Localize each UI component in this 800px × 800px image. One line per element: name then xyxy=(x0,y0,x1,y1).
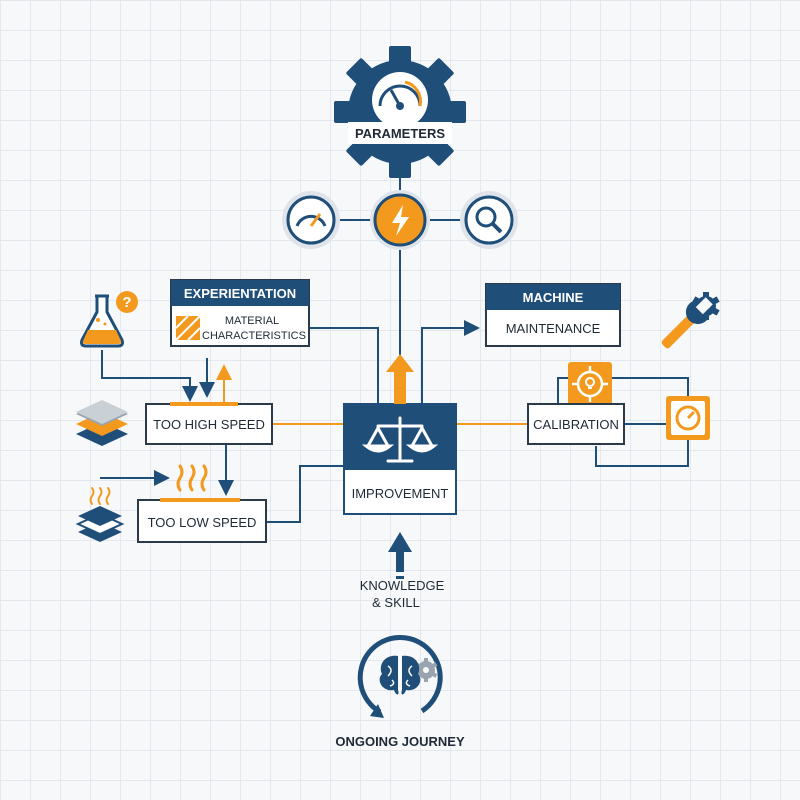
material-label-2: CHARACTERISTICS xyxy=(202,330,306,342)
settings-dial-icon xyxy=(666,396,710,440)
scales-icon xyxy=(361,416,439,463)
heat-waves-icon xyxy=(176,464,208,492)
too-high-speed-label: TOO HIGH SPEED xyxy=(153,417,265,432)
too-low-speed-label: TOO LOW SPEED xyxy=(148,515,257,530)
steam-icon xyxy=(89,487,111,505)
connectors xyxy=(100,170,689,523)
question-icon: ? xyxy=(116,291,138,313)
knowledge-label-1: KNOWLEDGE xyxy=(360,578,445,593)
flask-icon xyxy=(80,294,124,348)
svg-text:?: ? xyxy=(122,294,131,311)
too-low-speed-box: TOO LOW SPEED xyxy=(137,498,267,543)
layers-icon xyxy=(76,400,128,446)
knowledge-label-2: & SKILL xyxy=(372,595,420,610)
machine-box: MACHINE MAINTENANCE xyxy=(485,283,621,347)
calibration-box: CALIBRATION xyxy=(527,403,625,445)
calibration-label: CALIBRATION xyxy=(533,417,619,432)
magnifier-icon xyxy=(460,191,518,249)
small-layers-icon xyxy=(75,506,125,542)
up-arrow-orange-icon xyxy=(386,354,414,404)
experimentation-title: EXPERIENTATION xyxy=(184,286,296,301)
experimentation-box: EXPERIENTATION MATERIAL CHARACTERISTICS xyxy=(170,279,310,347)
parameters-label: PARAMETERS xyxy=(355,126,445,141)
gear-gauge-icon xyxy=(334,46,466,178)
improvement-box: IMPROVEMENT xyxy=(343,403,457,515)
maintenance-label: MAINTENANCE xyxy=(506,321,601,336)
machine-title: MACHINE xyxy=(523,290,584,305)
material-label-1: MATERIAL xyxy=(225,315,279,327)
up-arrow-navy-icon xyxy=(388,532,412,579)
brain-cycle-icon xyxy=(357,634,443,718)
hatched-swatch-icon xyxy=(175,315,201,341)
ongoing-journey-label: ONGOING JOURNEY xyxy=(335,734,465,749)
wrench-gear-icon xyxy=(661,292,720,349)
gauge-icon xyxy=(282,191,340,249)
lightning-icon xyxy=(370,190,430,250)
target-bulb-icon xyxy=(568,362,612,406)
improvement-label: IMPROVEMENT xyxy=(352,486,449,501)
too-high-speed-box: TOO HIGH SPEED xyxy=(145,402,273,445)
